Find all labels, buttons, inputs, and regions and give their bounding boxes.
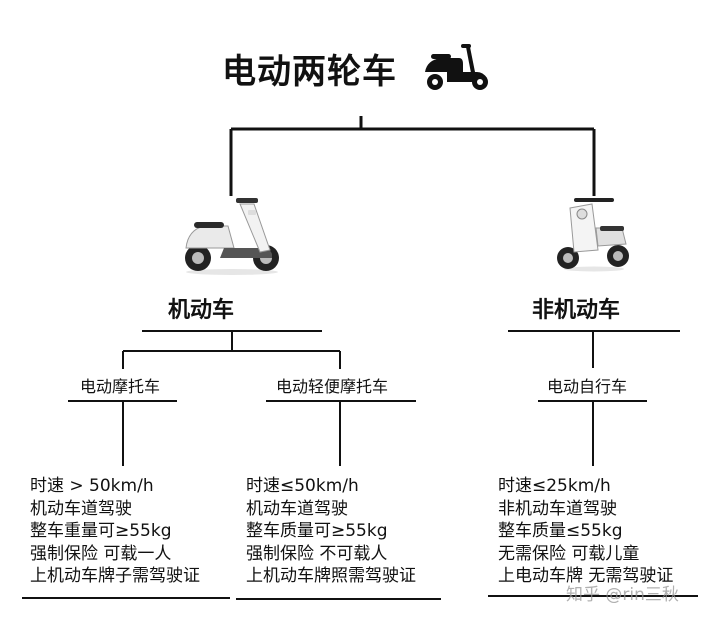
category-non-motor-vehicle: 非机动车: [532, 298, 621, 323]
spec-license: 上机动车牌照需驾驶证: [246, 566, 416, 586]
spec-license: 上电动车牌 无需驾驶证: [498, 566, 674, 586]
spec-speed: 时速≤50km/h: [246, 476, 359, 496]
spec-weight: 整车质量≤55kg: [498, 521, 623, 541]
spec-weight: 整车重量可≥55kg: [30, 521, 172, 541]
spec-speed: 时速 > 50km/h: [30, 476, 154, 496]
spec-insurance: 强制保险 不可载人: [246, 543, 388, 564]
spec-lane: 机动车道驾驶: [30, 498, 132, 519]
watermark: 知乎 @rin三秋: [566, 585, 679, 605]
category-motor-vehicle: 机动车: [168, 298, 235, 323]
spec-lane: 机动车道驾驶: [246, 498, 348, 519]
spec-weight: 整车质量可≥55kg: [246, 521, 388, 541]
spec-list-electric-light-motorcycle: 时速≤50km/h 机动车道驾驶 整车质量可≥55kg 强制保险 不可载人 上机…: [246, 475, 416, 588]
spec-speed: 时速≤25km/h: [498, 476, 611, 496]
subtype-electric-motorcycle: 电动摩托车: [80, 377, 161, 396]
e-bicycle-image: [557, 198, 629, 272]
spec-license: 上机动车牌子需驾驶证: [30, 566, 200, 586]
subtype-electric-light-motorcycle: 电动轻便摩托车: [276, 377, 389, 396]
spec-insurance: 强制保险 可载一人: [30, 543, 172, 564]
subtype-electric-bicycle: 电动自行车: [547, 377, 628, 396]
page-title: 电动两轮车: [222, 52, 397, 92]
motor-scooter-image: [185, 198, 279, 275]
spec-insurance: 无需保险 可载儿童: [498, 543, 640, 564]
spec-lane: 非机动车道驾驶: [498, 498, 617, 519]
scooter-icon: [425, 44, 488, 90]
spec-list-electric-bicycle: 时速≤25km/h 非机动车道驾驶 整车质量≤55kg 无需保险 可载儿童 上电…: [498, 475, 673, 588]
spec-list-electric-motorcycle: 时速 > 50km/h 机动车道驾驶 整车重量可≥55kg 强制保险 可载一人 …: [30, 475, 200, 588]
